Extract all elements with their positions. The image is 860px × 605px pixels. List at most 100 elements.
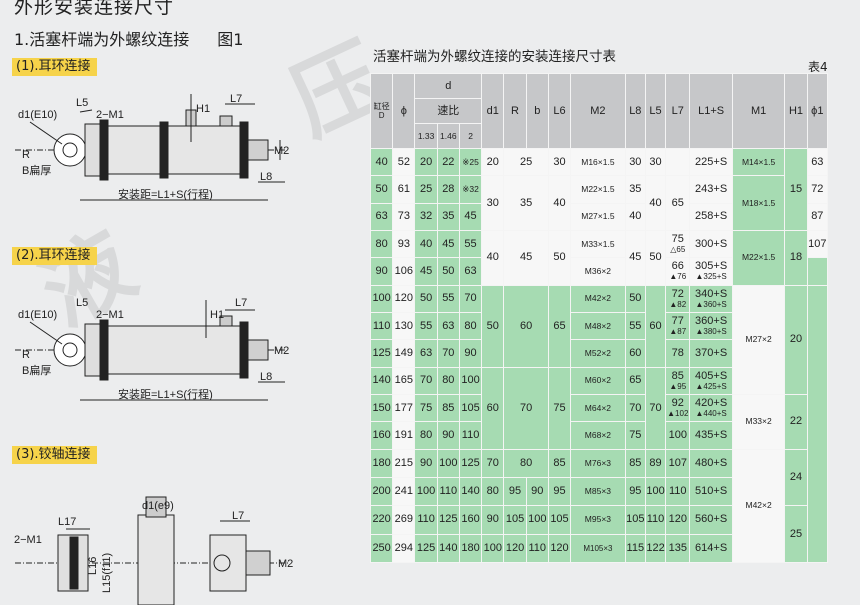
label-r: R xyxy=(22,149,30,161)
table-cell: 73 xyxy=(392,202,416,231)
table-cell: 50 xyxy=(369,175,394,204)
table-cell: 72 xyxy=(806,175,829,204)
table-cell: 40 xyxy=(481,229,505,286)
table-cell: 24 xyxy=(784,448,808,507)
table-cell: 60 xyxy=(481,366,505,450)
header-l1s: L1+S xyxy=(689,73,733,149)
table-cell: 63 xyxy=(414,339,438,368)
table-cell: 122 xyxy=(644,533,667,564)
table-cell: 30 xyxy=(547,147,572,177)
table-cell: 305+S▲325+S xyxy=(689,257,733,286)
label-install: 安装距=L1+S(行程) xyxy=(118,387,213,401)
table-cell: 25 xyxy=(784,505,808,563)
table-cell: M64×2 xyxy=(570,393,626,423)
table-cell: 105 xyxy=(503,505,527,535)
table-cell: 510+S xyxy=(689,476,733,507)
table-cell: 60 xyxy=(624,339,646,368)
table-cell: 25 xyxy=(414,175,438,204)
table-cell: 480+S xyxy=(689,448,733,478)
table-cell: 30 xyxy=(481,175,505,231)
table-cell: 120 xyxy=(503,533,527,564)
table-cell: 177 xyxy=(392,393,416,423)
table-cell: 70 xyxy=(644,366,667,450)
table-cell: 40 xyxy=(547,175,572,231)
label-d1e9: d1(e9) xyxy=(142,500,174,512)
label-l7: L7 xyxy=(230,93,242,105)
table-cell: 45 xyxy=(414,257,438,286)
table-cell: 85▲95 xyxy=(665,366,691,395)
header-d: d xyxy=(414,73,483,99)
table-cell: 90 xyxy=(458,339,483,368)
label-m2: M2 xyxy=(274,345,289,357)
table-cell: 180 xyxy=(458,533,483,564)
header-l7: L7 xyxy=(665,73,691,149)
table-cell: 340+S▲360+S xyxy=(689,284,733,313)
label-install: 安装距=L1+S(行程) xyxy=(118,187,213,201)
table-cell: 40 xyxy=(369,147,394,177)
table-cell: 75 xyxy=(547,366,572,450)
table-cell: 50 xyxy=(436,257,460,286)
table-cell: 110 xyxy=(414,505,438,535)
table-cell: 70 xyxy=(624,393,646,423)
table-cell: M42×2 xyxy=(570,284,626,313)
table-cell: 22 xyxy=(784,393,808,450)
page-title: 外形安装连接尺寸 xyxy=(14,0,175,18)
table-cell: 191 xyxy=(392,421,416,450)
label-l7: L7 xyxy=(235,297,247,309)
table-cell: M22×1.5 xyxy=(731,229,786,286)
table-cell: 45 xyxy=(458,202,483,231)
table-cell xyxy=(806,257,829,286)
table-cell: ※25 xyxy=(458,147,483,177)
table-cell: 420+S▲440+S xyxy=(689,393,733,423)
table-cell: M42×2 xyxy=(731,448,786,564)
table-cell: 140 xyxy=(436,533,460,564)
table-cell: 75△65 xyxy=(665,229,691,259)
label-bthick: B扁厚 xyxy=(22,164,51,177)
header-phi: ϕ xyxy=(392,73,416,149)
table-cell: 125 xyxy=(369,339,394,368)
header-ratio: 速比 xyxy=(414,98,483,124)
table-cell: 130 xyxy=(392,311,416,341)
table-cell: M27×1.5 xyxy=(570,202,626,231)
table-cell: 63 xyxy=(369,202,394,231)
table-cell: 40 xyxy=(414,229,438,259)
table-cell: 106 xyxy=(392,257,416,286)
table-cell: 200 xyxy=(369,476,394,507)
table-cell: 85 xyxy=(624,448,646,478)
table-cell: 65 xyxy=(547,284,572,368)
table-cell: M14×1.5 xyxy=(731,147,786,177)
table-cell: 105 xyxy=(458,393,483,423)
table-cell: 90 xyxy=(525,476,549,507)
table-cell: 70 xyxy=(458,284,483,313)
table-cell: 258+S xyxy=(689,202,733,231)
label-l15: L15(f11) xyxy=(101,553,113,593)
dimension-table: 缸径D ϕ d d1 R b L6 M2 L8 L5 L7 L1+S M1 H1… xyxy=(369,73,829,564)
table-cell: 50 xyxy=(481,284,505,368)
table-cell: 180 xyxy=(369,448,394,478)
table-cell: 60 xyxy=(644,284,667,368)
label-l5: L5 xyxy=(76,97,88,109)
page-subtitle: 1.活塞杆端为外螺纹连接图1 xyxy=(14,30,244,49)
table-cell: 70 xyxy=(436,339,460,368)
table-cell: 120 xyxy=(547,533,572,564)
table-cell: 149 xyxy=(392,339,416,368)
table-cell: 100 xyxy=(458,366,483,395)
table-cell: 90 xyxy=(436,421,460,450)
label-d1: d1(E10) xyxy=(18,309,57,321)
table-cell: 78 xyxy=(665,339,691,368)
table-cell: 90 xyxy=(481,505,505,535)
table-cell: 61 xyxy=(392,175,416,204)
table-cell: 52 xyxy=(392,147,416,177)
table-cell: 60 xyxy=(503,284,549,368)
table-cell: 65 xyxy=(665,175,691,231)
table-cell: 63 xyxy=(458,257,483,286)
table-cell: 243+S xyxy=(689,175,733,204)
table-cell: 215 xyxy=(392,448,416,478)
table-cell: 135 xyxy=(665,533,691,564)
cylinder-drawing-1: d1(E10) L5 2−M1 R B扁厚 L7 H1 M2 L8 安装距=L1… xyxy=(15,93,289,201)
header-m2: M2 xyxy=(570,73,626,149)
table-cell: 241 xyxy=(392,476,416,507)
table-cell: 405+S▲425+S xyxy=(689,366,733,395)
